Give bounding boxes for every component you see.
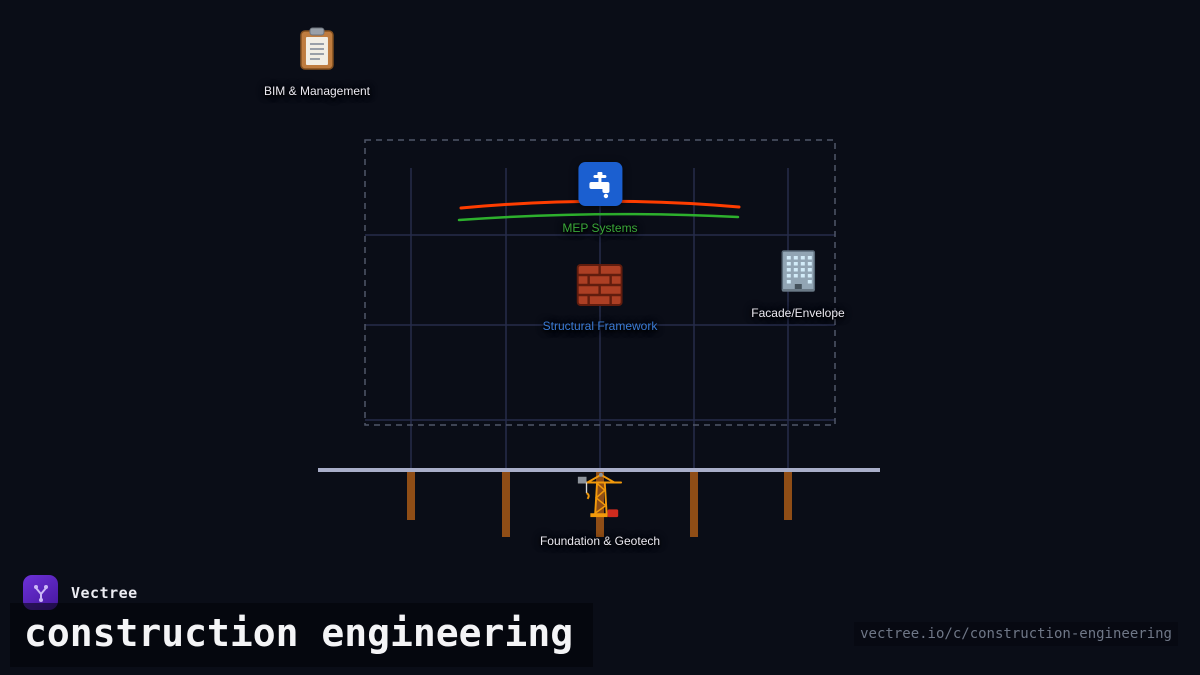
dashed-boundary: [364, 139, 836, 426]
crane-icon: [575, 471, 625, 519]
node-label-structural: Structural Framework: [542, 319, 658, 333]
faucet-icon: [577, 162, 622, 206]
page-title: construction engineering: [10, 603, 594, 667]
foundation-piles: [407, 470, 792, 537]
bricks-icon: [576, 264, 623, 306]
node-label-mep: MEP Systems: [562, 221, 638, 235]
node-mep-systems[interactable]: MEP Systems: [562, 162, 638, 235]
node-foundation-geotech[interactable]: Foundation & Geotech: [540, 471, 660, 548]
brand-name: Vectree: [71, 583, 138, 602]
office-building-icon: [779, 249, 817, 293]
green-duct-curve: [457, 212, 740, 222]
node-bim-management[interactable]: BIM & Management: [264, 27, 370, 98]
node-label-foundation: Foundation & Geotech: [539, 534, 661, 548]
node-structural-framework[interactable]: Structural Framework: [542, 264, 658, 333]
clipboard-icon: [299, 27, 335, 71]
node-label-facade: Facade/Envelope: [751, 306, 845, 320]
node-label-bim: BIM & Management: [263, 84, 371, 98]
node-facade-envelope[interactable]: Facade/Envelope: [751, 249, 845, 320]
foundation-layer: [318, 468, 880, 537]
page-url: vectree.io/c/construction-engineering: [854, 622, 1178, 646]
